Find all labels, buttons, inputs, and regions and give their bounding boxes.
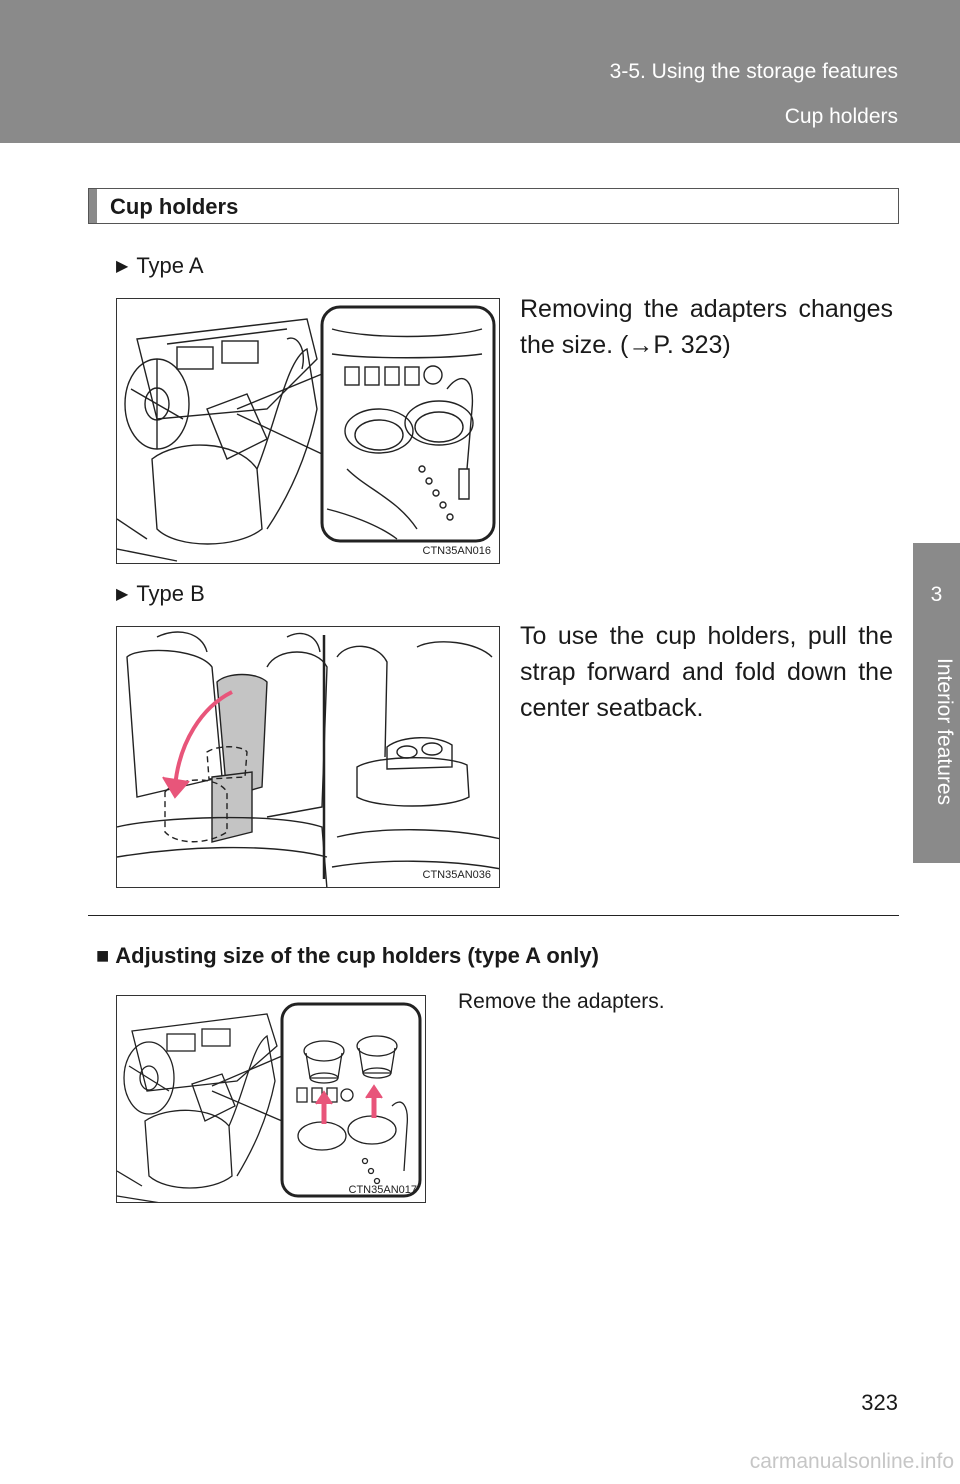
type-b-drawing [117,631,499,887]
type-a-drawing [117,305,496,562]
section-heading: Cup holders [88,188,899,224]
page-number: 323 [861,1390,898,1415]
triangle-arrow-icon: ▶ [116,586,129,603]
section-heading-marker [89,189,97,223]
type-b-label: ▶ Type B [116,581,205,607]
section-divider [88,915,899,916]
adjusting-instruction: Remove the adapters. [458,990,665,1013]
type-b-illustration: CTN35AN036 [116,626,500,888]
header-bar: 3-5. Using the storage features Cup hold… [0,0,960,143]
watermark-text: carmanualsonline.info [749,1450,954,1473]
figure-code: CTN35AN016 [422,545,491,557]
type-b-label-text: Type B [136,581,205,606]
type-a-label: ▶ Type A [116,253,204,279]
triangle-arrow-icon: ▶ [116,258,129,275]
header-topic-title: Cup holders [784,105,898,128]
chapter-number: 3 [930,583,943,606]
chapter-side-tab: 3 Interior features [913,543,960,863]
header-section-title: 3-5. Using the storage features [609,60,898,83]
figure-code: CTN35AN017 [348,1184,417,1196]
figure-code: CTN35AN036 [422,869,491,881]
type-a-illustration: CTN35AN016 [116,298,500,564]
adjusting-drawing [117,1002,422,1202]
type-b-description: To use the cup holders, pull the strap f… [520,622,893,722]
chapter-label: Interior features [933,658,956,806]
adjusting-heading-text: Adjusting size of the cup holders (type … [115,943,599,968]
type-a-label-text: Type A [136,253,204,278]
adjusting-heading: ■Adjusting size of the cup holders (type… [96,943,599,969]
adjusting-illustration: CTN35AN017 [116,995,426,1203]
square-bullet-icon: ■ [96,943,110,968]
section-title: Cup holders [110,194,239,219]
type-a-description: Removing the adapters changes the size. … [520,295,893,359]
